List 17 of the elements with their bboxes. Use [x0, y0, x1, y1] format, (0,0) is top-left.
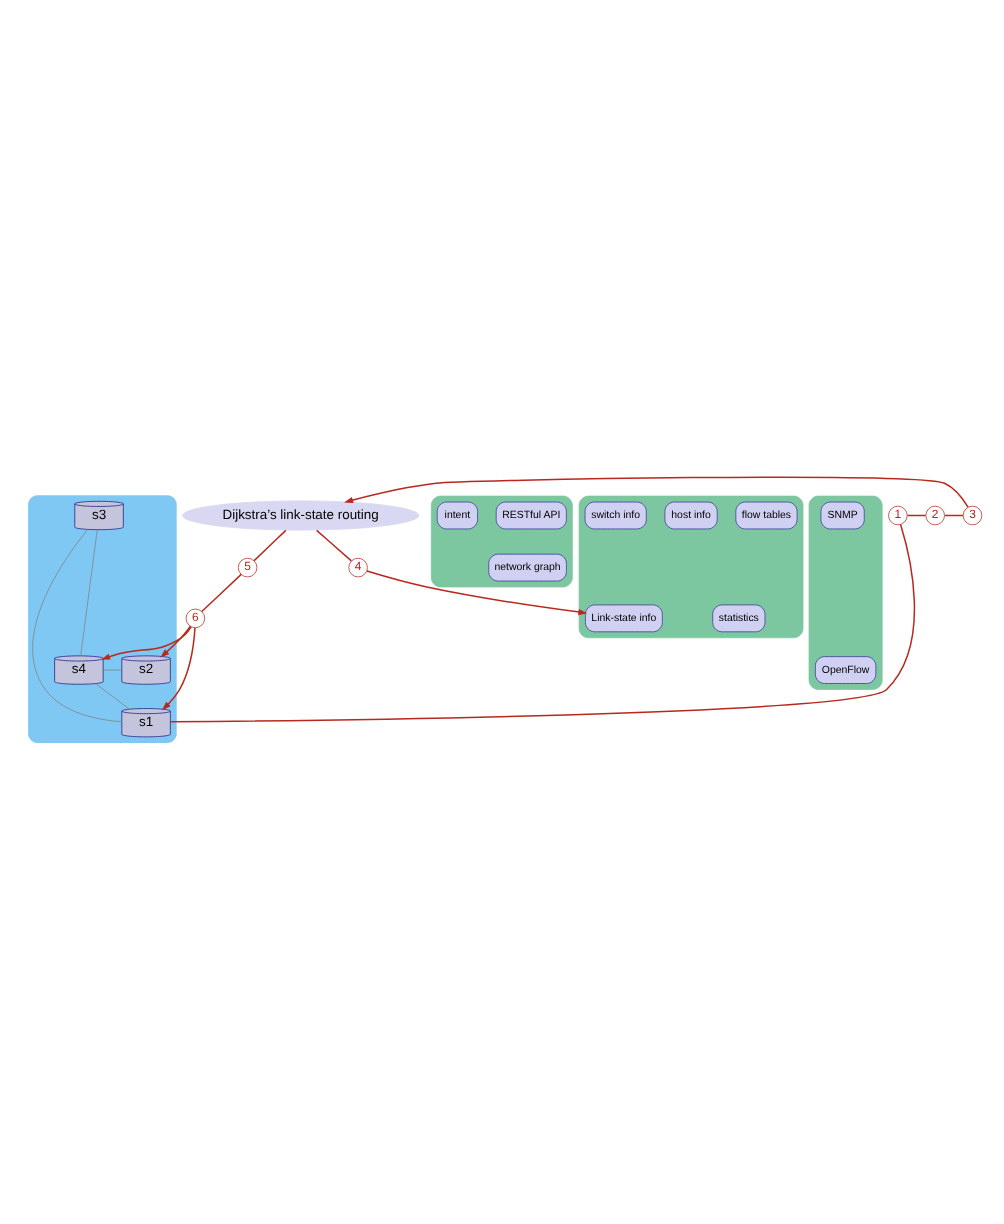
cluster: [430, 494, 573, 587]
connector: [80, 528, 98, 656]
connector: [201, 572, 242, 612]
connector: [169, 522, 916, 722]
arrow: [101, 625, 192, 659]
arrow: [366, 569, 588, 615]
connector: [102, 668, 123, 670]
connector: [32, 528, 123, 722]
connector: [944, 513, 964, 516]
connector: [95, 682, 130, 709]
arrow: [344, 475, 969, 507]
connector: [315, 528, 353, 561]
arrow: [160, 624, 192, 657]
arrow: [161, 626, 196, 710]
connector: [906, 513, 927, 516]
connector: [253, 528, 287, 561]
cluster: [808, 494, 883, 689]
